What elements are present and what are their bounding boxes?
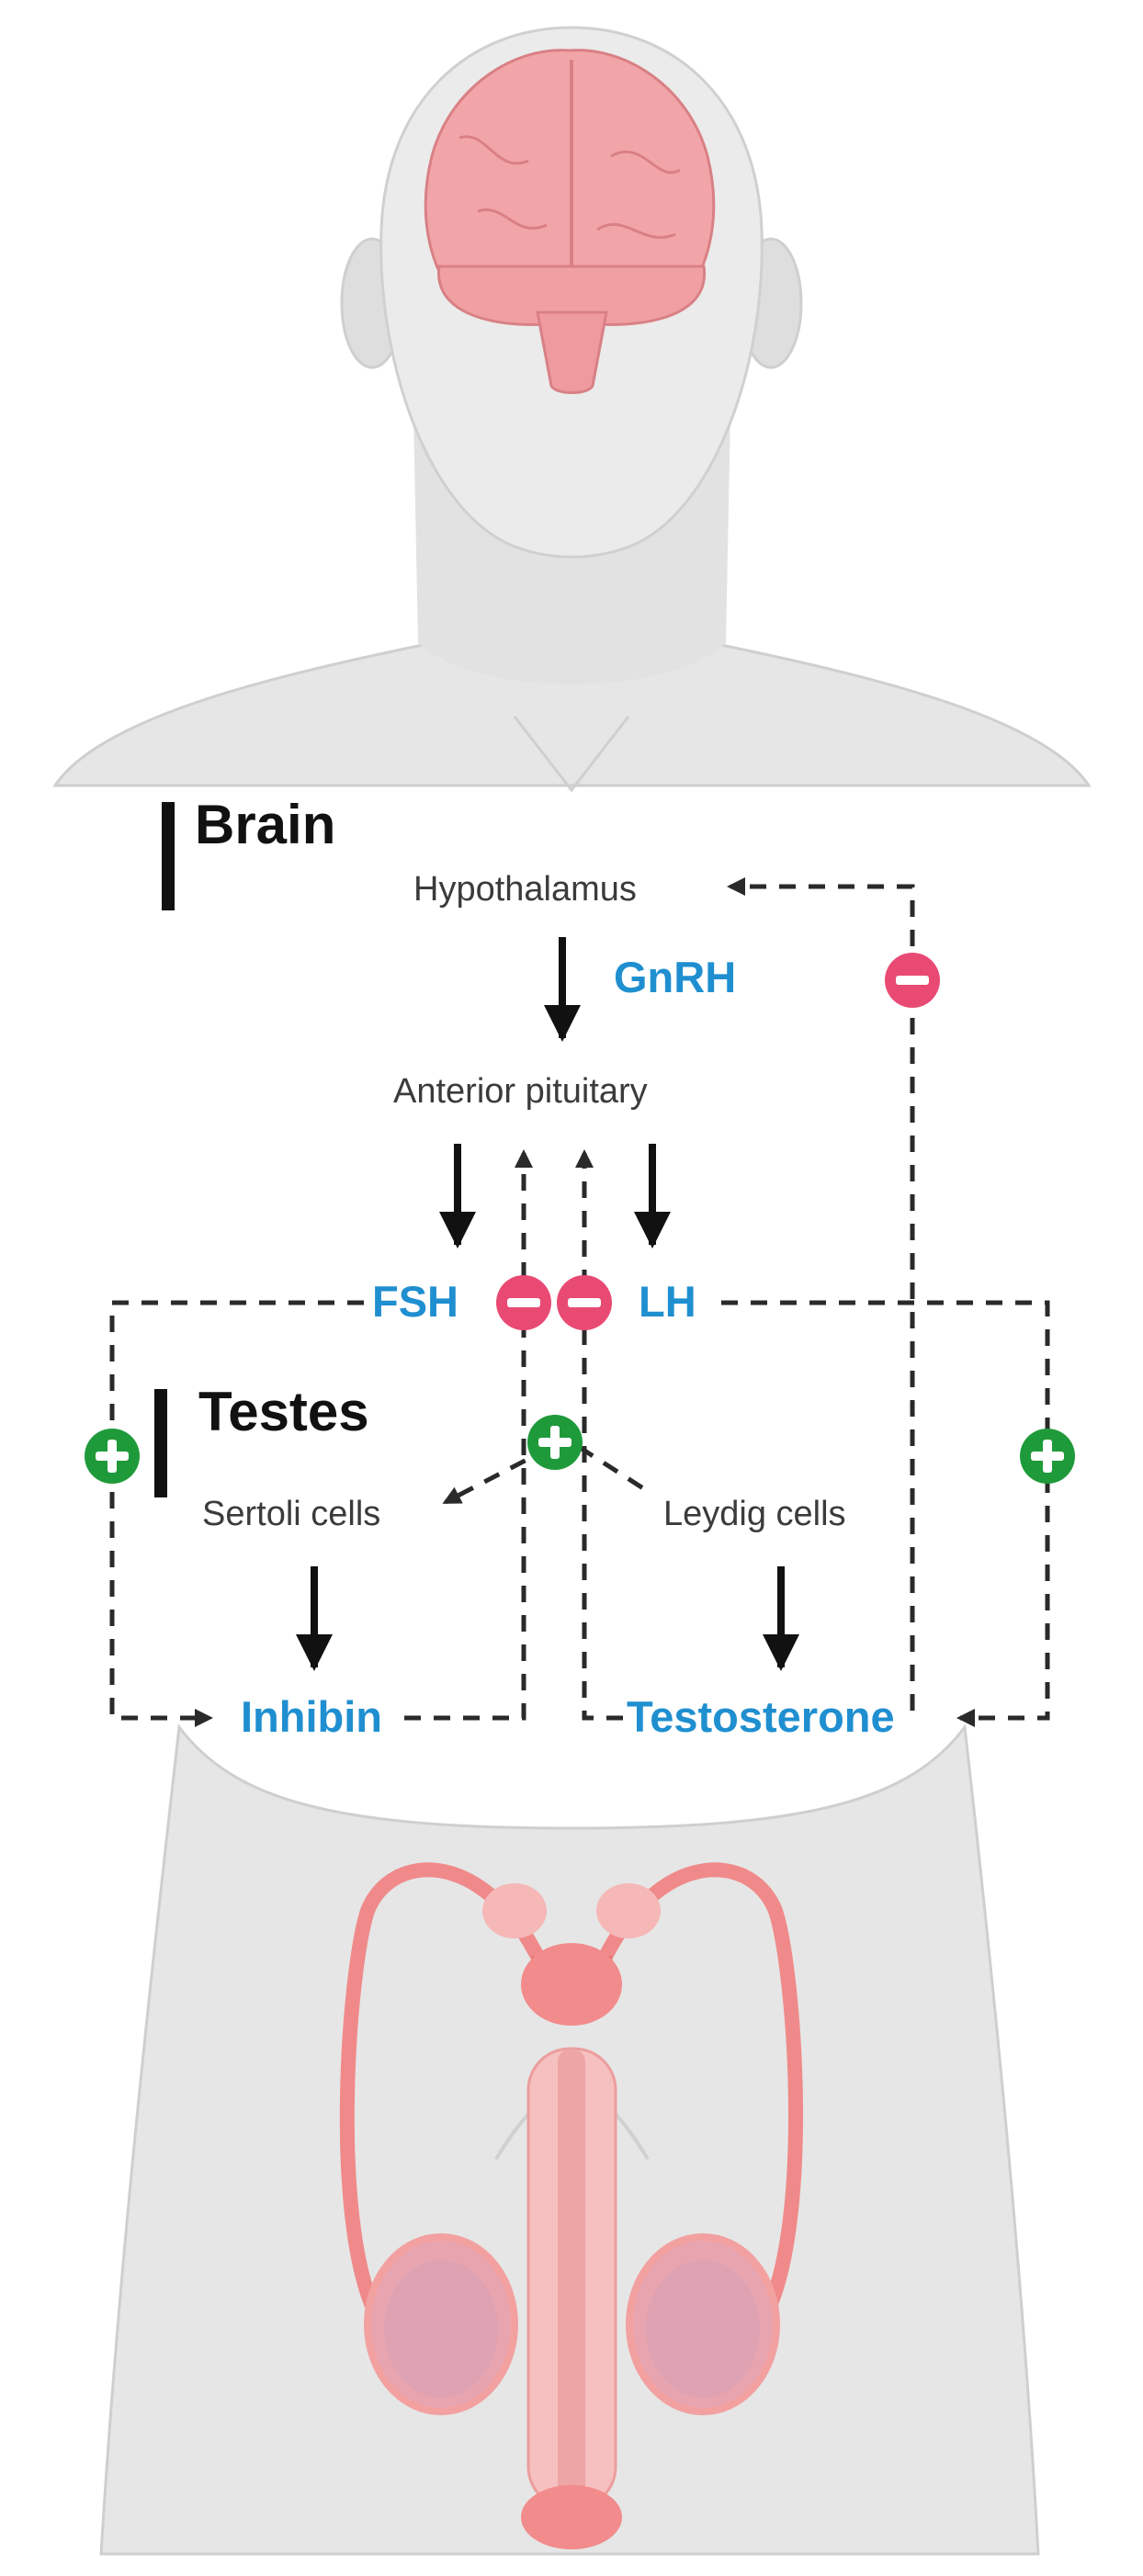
testes-section-bar [154, 1389, 167, 1497]
leydig-cells-label: Leydig cells [663, 1495, 846, 1533]
testosterone-to-pituitary-feedback-line [575, 1149, 623, 1721]
testosterone-to-hypothalamus-feedback-line [727, 877, 915, 1711]
fsh-label: FSH [372, 1277, 458, 1326]
plus-circle-icon [527, 1415, 583, 1470]
hypothalamus-label: Hypothalamus [413, 870, 637, 909]
brain-section-bar [162, 802, 175, 910]
plus-circle-icon [1020, 1429, 1075, 1484]
testes-section-title: Testes [198, 1381, 369, 1442]
brain-section-title: Brain [195, 794, 335, 855]
minus-circle-icon [885, 953, 940, 1008]
inhibin-to-pituitary-feedback-line [404, 1149, 533, 1721]
reproductive-organs-illustration [339, 1862, 804, 2549]
anterior-pituitary-label: Anterior pituitary [393, 1072, 648, 1111]
lh-label: LH [639, 1277, 696, 1326]
gnrh-label: GnRH [614, 953, 736, 1001]
leydig-link-dashed-line [577, 1444, 645, 1491]
minus-circle-icon [557, 1275, 612, 1330]
brain-illustration [424, 49, 716, 394]
inhibin-label: Inhibin [241, 1692, 382, 1741]
testosterone-label: Testosterone [627, 1692, 895, 1741]
fsh-to-inhibin-dashed-line [109, 1300, 364, 1727]
minus-circle-icon [496, 1275, 551, 1330]
plus-circle-icon [85, 1429, 140, 1484]
sertoli-cells-label: Sertoli cells [202, 1495, 380, 1533]
testosterone-to-sertoli-dashed-line [442, 1444, 553, 1505]
lh-to-testosterone-dashed-line [721, 1300, 1050, 1727]
